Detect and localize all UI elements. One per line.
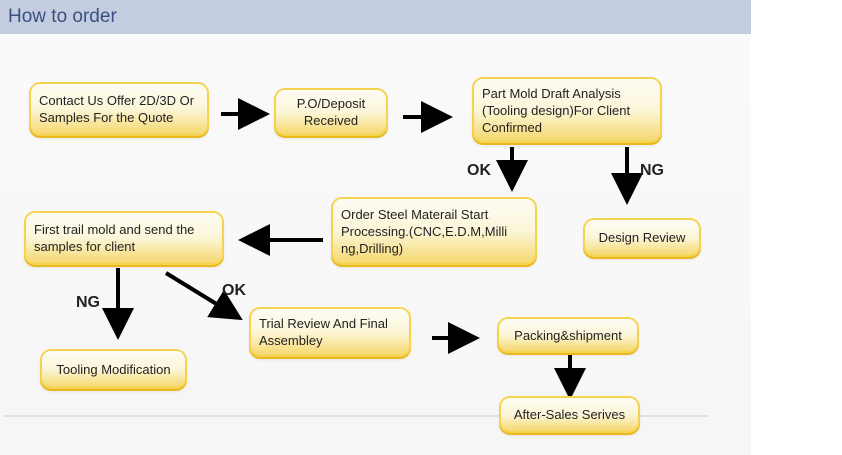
step-po-deposit-label: P.O/Deposit Received <box>296 96 366 128</box>
step-draft-analysis-label: Part Mold Draft Analysis (Tooling design… <box>482 85 631 135</box>
step-after-sales-label: After-Sales Serives <box>513 407 626 422</box>
step-tooling-modification: Tooling Modification <box>42 351 185 387</box>
step-packing-shipment-label: Packing&shipment <box>514 327 622 343</box>
step-contact-label: Contact Us Offer 2D/3D Or Samples For th… <box>39 93 195 125</box>
step-order-steel-label: Order Steel Materail Start Processing.(C… <box>341 206 508 256</box>
step-tooling-modification-label: Tooling Modification <box>56 361 171 377</box>
step-contact: Contact Us Offer 2D/3D Or Samples For th… <box>31 84 207 134</box>
label-ng-first-trail: NG <box>76 294 100 311</box>
step-design-review: Design Review <box>585 220 699 255</box>
step-draft-analysis: Part Mold Draft Analysis (Tooling design… <box>474 79 660 141</box>
step-first-trail-label: First trail mold and send the samples fo… <box>34 222 195 254</box>
label-ng-draft: NG <box>640 162 664 179</box>
step-order-steel: Order Steel Materail Start Processing.(C… <box>333 199 535 263</box>
label-ok-first-trail: OK <box>222 282 246 299</box>
step-po-deposit: P.O/Deposit Received <box>276 90 386 134</box>
step-design-review-label: Design Review <box>598 230 686 245</box>
step-packing-shipment: Packing&shipment <box>499 319 637 351</box>
arrow-first-trail-ok-diagonal <box>164 271 243 321</box>
step-after-sales: After-Sales Serives <box>501 398 638 431</box>
step-trial-review-label: Trial Review And Final Assembley <box>259 316 388 348</box>
step-trial-review: Trial Review And Final Assembley <box>251 309 409 355</box>
step-first-trail: First trail mold and send the samples fo… <box>26 213 222 263</box>
label-ok-draft: OK <box>467 162 491 179</box>
divider-line <box>4 415 709 417</box>
section-header: How to order <box>0 0 751 34</box>
section-title: How to order <box>8 6 117 27</box>
